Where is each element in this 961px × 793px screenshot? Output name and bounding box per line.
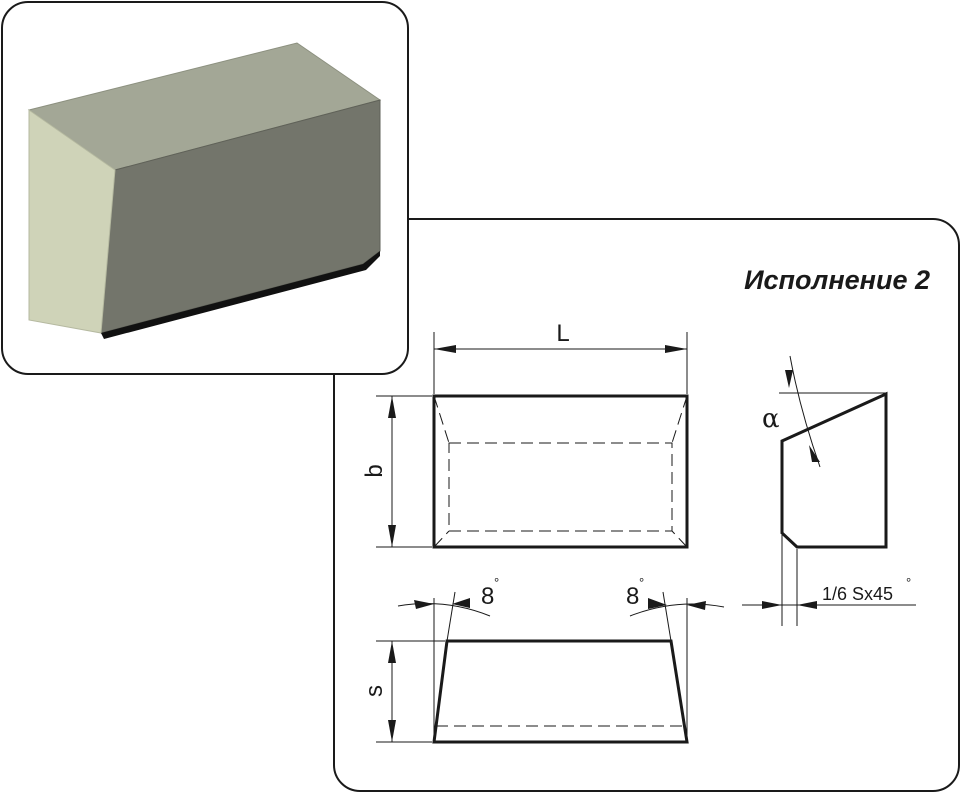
top-view [432,394,689,549]
taper-angle-right: 8 ° [626,575,725,617]
drawing-panel [333,218,960,792]
length-label: L [556,320,569,347]
chamfer-degree: ° [906,575,911,590]
variant-title: Исполнение 2 [744,265,930,295]
taper-left-label: 8 [481,583,494,610]
block-bottom-chamfer [101,251,380,339]
width-label: b [361,464,388,477]
top-view-outline [432,394,689,549]
taper-left-degree: ° [494,575,499,590]
taper-right-label: 8 [626,583,639,610]
dimension-chamfer: 1/6 Sx45 ° [742,535,916,626]
thickness-label: s [361,685,388,697]
dimension-thickness: s [361,640,445,743]
top-view-hidden-edges [448,442,673,532]
chamfer-label: 1/6 Sx45 [822,584,893,604]
taper-right-degree: ° [639,575,644,590]
angle-label: α [762,404,780,434]
dimension-length: L [433,320,688,394]
taper-angle-left: 8 ° [397,575,499,617]
front-view [432,591,689,744]
isometric-block [27,42,382,339]
side-view-outline [780,391,888,549]
dimension-width: b [361,395,432,548]
side-view: α [762,355,888,549]
